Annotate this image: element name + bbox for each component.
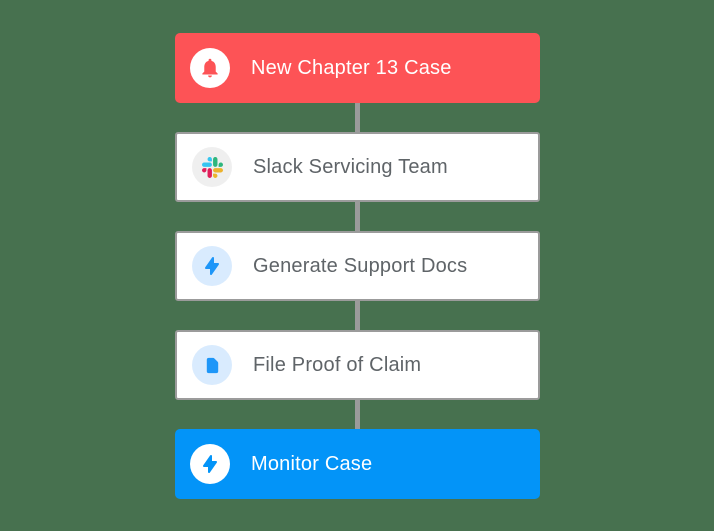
- connector-line: [355, 202, 360, 231]
- document-icon: [192, 345, 232, 385]
- slack-icon: [192, 147, 232, 187]
- connector-line: [355, 103, 360, 132]
- workflow-step-label: Generate Support Docs: [253, 254, 468, 277]
- workflow-step-label: Monitor Case: [251, 452, 373, 475]
- workflow-step-generate-support-docs[interactable]: Generate Support Docs: [175, 231, 540, 301]
- workflow-step-label: Slack Servicing Team: [253, 155, 448, 178]
- lightning-bolt-icon: [192, 246, 232, 286]
- workflow-step-slack-servicing-team[interactable]: Slack Servicing Team: [175, 132, 540, 202]
- lightning-bolt-icon: [190, 444, 230, 484]
- workflow-step-new-chapter-13-case[interactable]: New Chapter 13 Case: [175, 33, 540, 103]
- connector-line: [355, 400, 360, 429]
- workflow-step-monitor-case[interactable]: Monitor Case: [175, 429, 540, 499]
- workflow-flow: New Chapter 13 Case Slack Servicing Team: [175, 33, 540, 499]
- workflow-step-label: New Chapter 13 Case: [251, 56, 452, 79]
- connector-line: [355, 301, 360, 330]
- workflow-step-file-proof-of-claim[interactable]: File Proof of Claim: [175, 330, 540, 400]
- workflow-step-label: File Proof of Claim: [253, 353, 422, 376]
- bell-icon: [190, 48, 230, 88]
